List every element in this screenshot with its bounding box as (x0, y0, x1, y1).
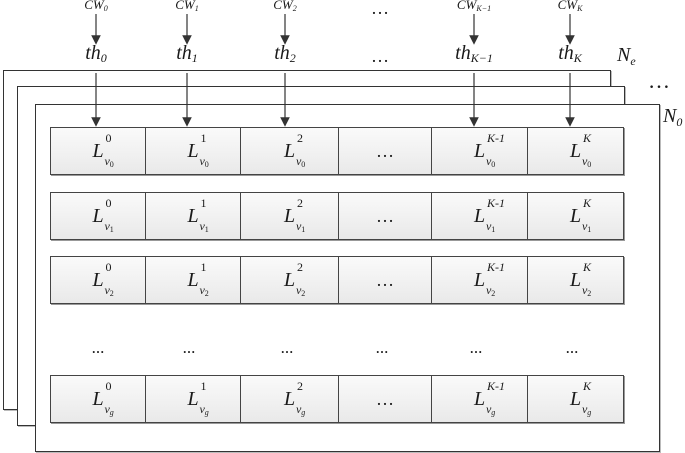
header-ellipsis-th: … (371, 46, 389, 66)
label-n0: N0 (663, 105, 683, 129)
row-ellipsis-5: ... (565, 338, 579, 357)
row-ellipsis-1: ... (182, 338, 196, 357)
header-ellipsis-cw: … (371, 0, 389, 18)
th-label-4: thK−1 (455, 42, 493, 65)
cw-label-5: CWK (557, 0, 583, 13)
cw-label-4: CWK−1 (456, 0, 492, 13)
cell-1-3: … (339, 193, 432, 239)
cell-0-3: … (339, 128, 432, 174)
row-ellipsis-2: ... (280, 338, 294, 357)
label-ne: Ne (617, 44, 636, 68)
cw-label-0: CW0 (84, 0, 108, 13)
th-label-2: th2 (274, 42, 296, 65)
th-label-1: th1 (176, 42, 198, 65)
th-label-0: th0 (85, 42, 107, 65)
cell-2-3: … (339, 257, 432, 303)
row-ellipsis-4: ... (469, 338, 483, 357)
row-ellipsis-0: ... (91, 338, 105, 357)
cell-3-3: … (339, 376, 432, 422)
cw-label-2: CW2 (273, 0, 297, 13)
th-label-5: thK (558, 42, 582, 65)
cw-label-1: CW1 (175, 0, 199, 13)
stack-ellipsis: … (648, 68, 670, 93)
row-ellipsis-3: ... (375, 338, 389, 357)
